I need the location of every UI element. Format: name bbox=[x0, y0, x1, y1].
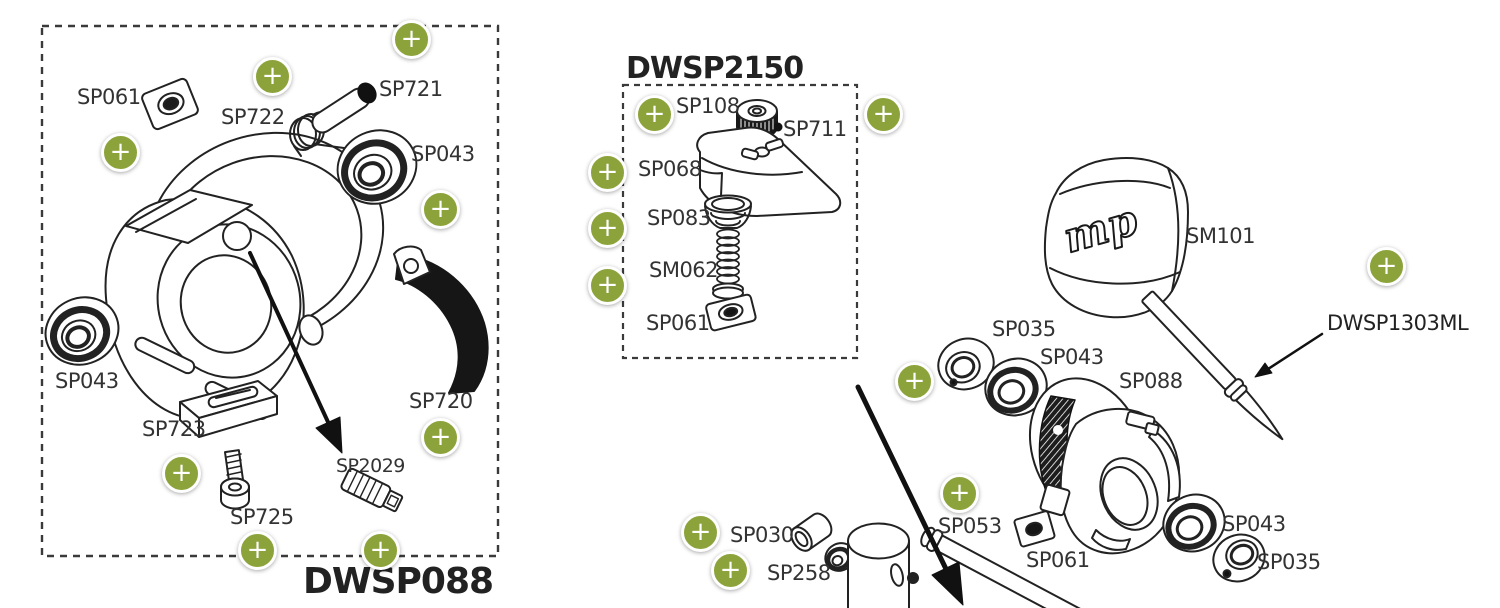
part-label-sp043-d: SP043 bbox=[1222, 512, 1286, 536]
plus-icon: + bbox=[1375, 250, 1398, 281]
sp720-cam-drawing bbox=[393, 245, 489, 394]
pointer-arrow-tube bbox=[855, 384, 964, 606]
add-part-marker-6[interactable]: + bbox=[162, 454, 201, 493]
part-label-sp2029: SP2029 bbox=[336, 455, 405, 477]
add-part-marker-9[interactable]: + bbox=[635, 95, 674, 134]
part-label-sp061-a: SP061 bbox=[77, 85, 141, 109]
add-part-marker-7[interactable]: + bbox=[238, 531, 277, 570]
part-label-sp720: SP720 bbox=[409, 389, 473, 413]
add-part-marker-12[interactable]: + bbox=[588, 266, 627, 305]
sp711-screw-drawing bbox=[773, 122, 783, 132]
add-part-marker-4[interactable]: + bbox=[421, 190, 460, 229]
part-label-sp711: SP711 bbox=[783, 117, 847, 141]
add-part-marker-3[interactable]: + bbox=[101, 133, 140, 172]
part-label-sp722: SP722 bbox=[221, 105, 285, 129]
add-part-marker-15[interactable]: + bbox=[895, 362, 934, 401]
part-label-sp721: SP721 bbox=[379, 77, 443, 101]
add-part-marker-16[interactable]: + bbox=[940, 474, 979, 513]
part-label-sm101: SM101 bbox=[1186, 224, 1256, 248]
sp061-nut-topleft-drawing bbox=[141, 77, 199, 131]
plus-icon: + bbox=[429, 193, 452, 224]
add-part-marker-11[interactable]: + bbox=[588, 209, 627, 248]
add-part-marker-1[interactable]: + bbox=[392, 20, 431, 59]
part-label-sp725: SP725 bbox=[230, 505, 294, 529]
hub-body-drawing bbox=[104, 131, 385, 421]
part-label-sp061-c: SP061 bbox=[1026, 548, 1090, 572]
part-label-sp030: SP030 bbox=[730, 523, 794, 547]
add-part-marker-5[interactable]: + bbox=[421, 418, 460, 457]
plus-icon: + bbox=[246, 534, 269, 565]
plus-icon: + bbox=[596, 269, 619, 300]
plus-icon: + bbox=[596, 212, 619, 243]
plus-icon: + bbox=[429, 421, 452, 452]
plus-icon: + bbox=[170, 457, 193, 488]
part-label-sp108: SP108 bbox=[676, 94, 740, 118]
part-label-sp053: SP053 bbox=[938, 514, 1002, 538]
sp061-nut-middle-drawing bbox=[705, 293, 757, 332]
sp043-bearing-right-lower-drawing bbox=[1162, 493, 1226, 553]
part-label-sp068: SP068 bbox=[638, 157, 702, 181]
plus-icon: + bbox=[400, 23, 423, 54]
sp043-bearing-right-upper-drawing bbox=[984, 357, 1048, 417]
plus-icon: + bbox=[643, 98, 666, 129]
sp723-block-drawing bbox=[179, 380, 278, 438]
assembly-code-dwsp1303ml: DWSP1303ML bbox=[1327, 311, 1469, 335]
add-part-marker-17[interactable]: + bbox=[681, 513, 720, 552]
sp725-screw-drawing bbox=[220, 449, 250, 510]
sp043-bearing-lower-drawing bbox=[44, 296, 120, 366]
sp083-cup-drawing bbox=[704, 194, 752, 229]
pointer-arrow-sp2029 bbox=[248, 251, 343, 454]
part-label-sp723: SP723 bbox=[142, 417, 206, 441]
plus-icon: + bbox=[369, 534, 392, 565]
part-label-sp043-b: SP043 bbox=[55, 369, 119, 393]
part-label-sp061-b: SP061 bbox=[646, 311, 710, 335]
sm101-mallet-head-drawing: mp bbox=[1043, 157, 1189, 319]
part-label-sp035-a: SP035 bbox=[992, 317, 1056, 341]
sm062-spring-drawing bbox=[712, 228, 744, 300]
plus-icon: + bbox=[872, 98, 895, 129]
sp030-bushing-drawing bbox=[790, 512, 833, 552]
add-part-marker-8[interactable]: + bbox=[361, 531, 400, 570]
plus-icon: + bbox=[948, 477, 971, 508]
part-label-sp043-a: SP043 bbox=[411, 142, 475, 166]
plus-icon: + bbox=[596, 156, 619, 187]
sp2029-setscrew-drawing bbox=[340, 467, 404, 513]
add-part-marker-18[interactable]: + bbox=[711, 551, 750, 590]
sp061-nut-right-drawing bbox=[1013, 510, 1056, 548]
sp721-pin-drawing bbox=[311, 82, 377, 134]
part-label-sp088: SP088 bbox=[1119, 369, 1183, 393]
dwsp1303ml-shaft-drawing bbox=[1141, 290, 1284, 441]
plus-icon: + bbox=[719, 554, 742, 585]
add-part-marker-13[interactable]: + bbox=[864, 95, 903, 134]
sp035-collar-upper-drawing bbox=[937, 337, 995, 391]
add-part-marker-14[interactable]: + bbox=[1367, 247, 1406, 286]
sp035-collar-lower-drawing bbox=[1212, 533, 1266, 583]
add-part-marker-10[interactable]: + bbox=[588, 153, 627, 192]
plus-icon: + bbox=[109, 136, 132, 167]
part-label-sp258: SP258 bbox=[767, 561, 831, 585]
part-label-sm062: SM062 bbox=[649, 258, 719, 282]
part-label-sp043-c: SP043 bbox=[1040, 345, 1104, 369]
tube-holder-drawing bbox=[847, 522, 919, 608]
sp088-clamp-drawing bbox=[1028, 377, 1181, 555]
plus-icon: + bbox=[261, 60, 284, 91]
pointer-arrow-dwsp1303ml bbox=[1254, 332, 1324, 378]
sp043-bearing-upper-drawing bbox=[336, 129, 418, 205]
assembly-code-dwsp088: DWSP088 bbox=[303, 561, 494, 602]
assembly-code-dwsp2150: DWSP2150 bbox=[626, 51, 804, 86]
plus-icon: + bbox=[903, 365, 926, 396]
part-label-sp035-b: SP035 bbox=[1257, 550, 1321, 574]
add-part-marker-2[interactable]: + bbox=[253, 57, 292, 96]
part-label-sp083: SP083 bbox=[647, 206, 711, 230]
plus-icon: + bbox=[689, 516, 712, 547]
